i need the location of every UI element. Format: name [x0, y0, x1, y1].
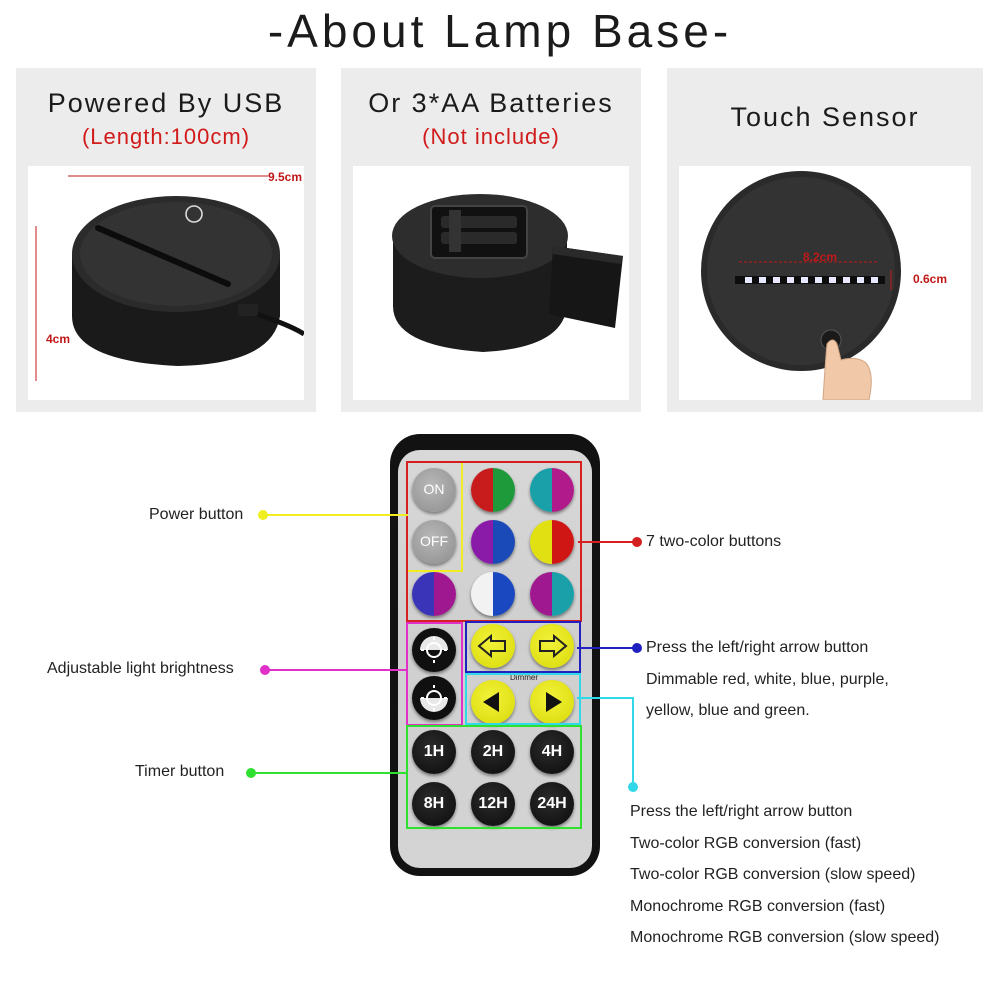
mode-right-button[interactable] [530, 624, 574, 668]
brightness-group-box [406, 622, 463, 726]
usb-lamp-base-image [35, 175, 304, 381]
color-button-cyan-purple[interactable] [530, 468, 574, 512]
usb-base-photo: 9.5cm 4cm [28, 166, 304, 400]
timer-8h-button[interactable]: 8H [412, 782, 456, 826]
dimmer-label: Dimmer [510, 673, 538, 682]
mode-callout-line [577, 647, 637, 649]
color-button-magenta-cyan[interactable] [530, 572, 574, 616]
usb-panel-subtitle: (Length:100cm) [81, 124, 251, 149]
color-button-purple-blue[interactable] [471, 520, 515, 564]
hollow-arrow-left-icon [477, 633, 506, 659]
brightness-callout-dot [260, 665, 270, 675]
mode-desc-line-2: Dimmable red, white, blue, purple, [646, 671, 889, 688]
color-group-box [406, 461, 582, 622]
mode-callout-dot [632, 643, 642, 653]
power-callout-label: Power button [149, 506, 244, 523]
thickness-dimension: 0.6cm [913, 272, 948, 286]
colors-callout-dot [632, 537, 642, 547]
usb-panel-title: Powered By USB [47, 88, 285, 118]
hollow-arrow-right-icon [539, 633, 568, 659]
brightness-callout-line [264, 669, 408, 671]
dimmer-desc-line-5: Monochrome RGB conversion (slow speed) [630, 929, 940, 946]
dimmer-desc-line-1: Press the left/right arrow button [630, 803, 853, 820]
dimmer-callout-vline [632, 697, 634, 785]
off-button[interactable]: OFF [412, 520, 456, 564]
battery-base-photo [353, 166, 629, 400]
touch-sensor-image [701, 171, 901, 400]
battery-compartment-image [392, 194, 623, 352]
timer-callout-label: Timer button [135, 763, 225, 780]
dimmer-desc-line-4: Monochrome RGB conversion (fast) [630, 898, 886, 915]
arrow-left-icon [483, 692, 499, 712]
timer-group-box [406, 725, 582, 829]
color-button-blue-magenta[interactable] [412, 572, 456, 616]
battery-panel: Or 3*AA Batteries (Not include) [341, 68, 641, 412]
mode-desc-line-3: yellow, blue and green. [646, 702, 810, 719]
timer-callout-dot [246, 768, 256, 778]
usb-panel: Powered By USB (Length:100cm) 9.5cm 4cm [16, 68, 316, 412]
dimmer-left-button[interactable] [471, 680, 515, 724]
mode-arrow-group-box [465, 621, 581, 673]
color-button-yellow-red[interactable] [530, 520, 574, 564]
timer-12h-button[interactable]: 12H [471, 782, 515, 826]
dimmer-right-button[interactable] [530, 680, 574, 724]
power-callout-line [262, 514, 408, 516]
on-button[interactable]: ON [412, 468, 456, 512]
brightness-up-button[interactable] [412, 628, 456, 672]
power-callout-dot [258, 510, 268, 520]
touch-panel-title: Touch Sensor [730, 102, 920, 132]
timer-4h-button[interactable]: 4H [530, 730, 574, 774]
diameter-dimension: 8.2cm [803, 250, 838, 264]
dimmer-arrow-group-box [465, 673, 581, 725]
dimmer-callout-dot [628, 782, 638, 792]
color-button-white-blue[interactable] [471, 572, 515, 616]
touch-panel: Touch Sensor 8.2cm 0.6cm [667, 68, 983, 412]
brightness-down-button[interactable] [412, 676, 456, 720]
timer-24h-button[interactable]: 24H [530, 782, 574, 826]
width-dimension: 9.5cm [268, 170, 303, 184]
page-title: -About Lamp Base- [267, 5, 733, 57]
battery-panel-subtitle: (Not include) [422, 124, 560, 149]
height-dimension: 4cm [46, 332, 71, 346]
touch-base-photo: 8.2cm 0.6cm [679, 166, 971, 400]
timer-callout-line [250, 772, 408, 774]
mode-desc-line-1: Press the left/right arrow button [646, 639, 869, 656]
dimmer-desc-line-2: Two-color RGB conversion (fast) [630, 835, 862, 852]
brightness-up-icon [420, 636, 448, 663]
color-button-red-green[interactable] [471, 468, 515, 512]
colors-callout-line [578, 541, 638, 543]
mode-left-button[interactable] [471, 624, 515, 668]
dimmer-desc-line-3: Two-color RGB conversion (slow speed) [630, 866, 916, 883]
timer-2h-button[interactable]: 2H [471, 730, 515, 774]
brightness-callout-label: Adjustable light brightness [47, 660, 234, 677]
arrow-right-icon [546, 692, 562, 712]
brightness-down-icon [420, 685, 448, 712]
colors-callout-label: 7 two-color buttons [646, 533, 782, 550]
battery-panel-title: Or 3*AA Batteries [368, 88, 614, 118]
timer-1h-button[interactable]: 1H [412, 730, 456, 774]
dimmer-callout-hline [577, 697, 634, 699]
